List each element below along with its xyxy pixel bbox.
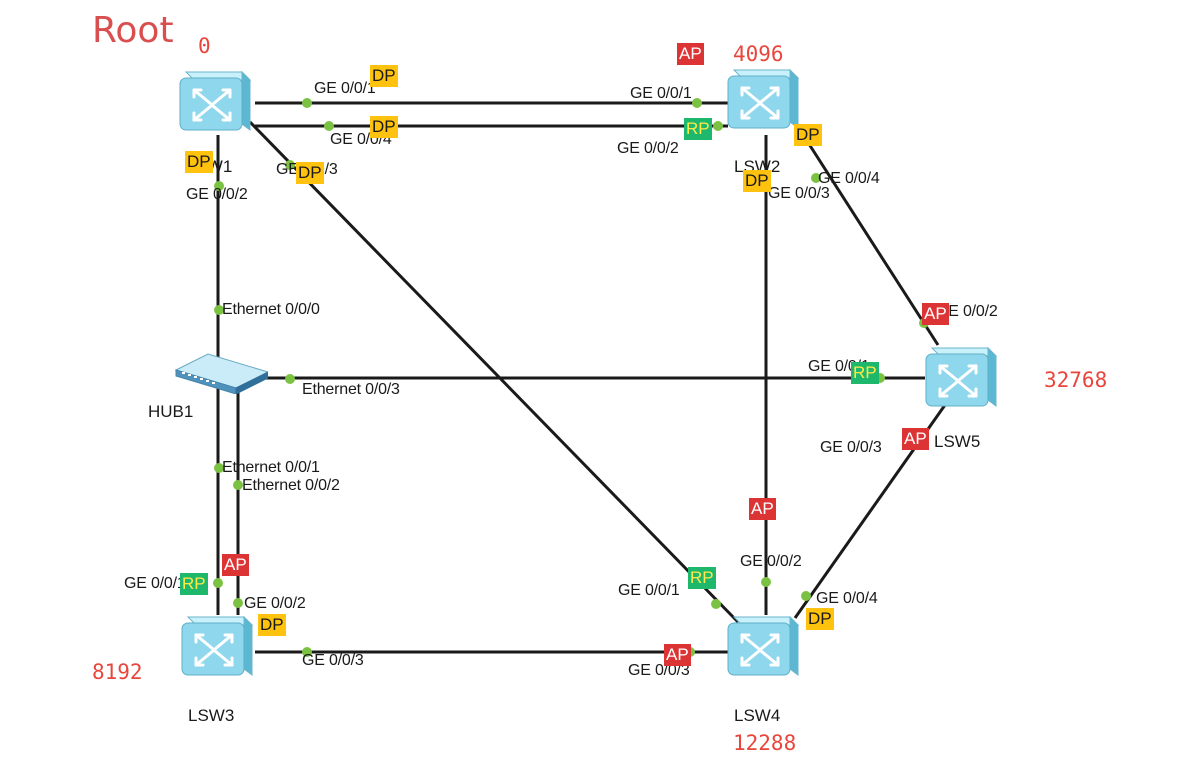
port-dot bbox=[302, 98, 312, 108]
bridge-priority-lsw5: 32768 bbox=[1044, 368, 1108, 392]
port-dot bbox=[233, 480, 243, 490]
port-role-tag-ap: AP bbox=[749, 498, 776, 520]
port-role-tag-rp: RP bbox=[684, 118, 712, 140]
port-role-tag-ap: AP bbox=[922, 303, 949, 325]
port-role-tag-rp: RP bbox=[851, 362, 879, 384]
port-role-tag-ap: AP bbox=[664, 644, 691, 666]
port-dot bbox=[302, 647, 312, 657]
switch-icon[interactable] bbox=[724, 66, 800, 132]
port-dot bbox=[692, 98, 702, 108]
port-role-tag-dp: DP bbox=[185, 151, 213, 173]
link-lsw1-lsw4 bbox=[248, 120, 740, 624]
device-label-lsw3: LSW3 bbox=[188, 706, 235, 725]
port-dot bbox=[233, 598, 243, 608]
port-dot bbox=[285, 160, 295, 170]
port-label: Ethernet 0/0/2 bbox=[242, 477, 340, 494]
port-label: GE 0/0/4 bbox=[816, 590, 878, 607]
port-label: GE 0/0/1 bbox=[630, 85, 692, 102]
port-dot bbox=[214, 181, 224, 191]
port-dot bbox=[761, 577, 771, 587]
bridge-priority-lsw3: 8192 bbox=[92, 660, 143, 684]
port-label: GE 0/0/1 bbox=[314, 80, 376, 97]
port-dot bbox=[214, 305, 224, 315]
port-label: Ethernet 0/0/1 bbox=[222, 459, 320, 476]
port-label: GE 0/0/1 bbox=[618, 582, 680, 599]
device-label-hub1: HUB1 bbox=[148, 402, 194, 421]
port-label: GE 0/0/2 bbox=[617, 140, 679, 157]
port-role-tag-dp: DP bbox=[370, 116, 398, 138]
port-label: GE 0/0/3 bbox=[768, 185, 830, 202]
switch-icon[interactable] bbox=[724, 613, 800, 679]
port-role-tag-dp: DP bbox=[743, 170, 771, 192]
port-role-tag-dp: DP bbox=[370, 65, 398, 87]
port-role-tag-dp: DP bbox=[258, 614, 286, 636]
port-role-tag-ap: AP bbox=[902, 428, 929, 450]
device-label-lsw4: LSW4 bbox=[734, 706, 781, 725]
port-role-tag-ap: AP bbox=[677, 43, 704, 65]
port-label: GE 0/0/2 bbox=[244, 595, 306, 612]
port-label: GE 0/0/3 bbox=[820, 439, 882, 456]
port-role-tag-dp: DP bbox=[296, 162, 324, 184]
device-label-lsw5: LSW5 bbox=[934, 432, 981, 451]
port-label: GE 0/0/1 bbox=[124, 575, 186, 592]
bridge-priority-lsw2: 4096 bbox=[733, 42, 784, 66]
port-label: GE 0/0/2 bbox=[186, 186, 248, 203]
port-dot bbox=[214, 463, 224, 473]
port-dot bbox=[285, 374, 295, 384]
port-dot bbox=[801, 591, 811, 601]
hub-icon[interactable] bbox=[172, 350, 268, 394]
port-label: GE 0/0/3 bbox=[628, 662, 690, 679]
root-title: Root bbox=[92, 10, 174, 51]
switch-icon[interactable] bbox=[922, 344, 998, 410]
port-label: GE 0/0/3 bbox=[302, 652, 364, 669]
switch-icon[interactable] bbox=[176, 68, 252, 134]
port-dot bbox=[711, 599, 721, 609]
port-dot bbox=[713, 121, 723, 131]
port-role-tag-rp: RP bbox=[688, 567, 716, 589]
switch-icon[interactable] bbox=[178, 613, 254, 679]
port-label: GE 0/0/2 bbox=[936, 303, 998, 320]
port-role-tag-rp: RP bbox=[180, 573, 208, 595]
link-lsw2-lsw5 bbox=[798, 129, 940, 346]
port-dot bbox=[811, 173, 821, 183]
port-role-tag-dp: DP bbox=[806, 608, 834, 630]
port-label: GE 0/0/4 bbox=[818, 170, 880, 187]
port-role-tag-ap: AP bbox=[222, 554, 249, 576]
port-dot bbox=[213, 578, 223, 588]
port-dot bbox=[324, 121, 334, 131]
port-label: Ethernet 0/0/0 bbox=[222, 301, 320, 318]
bridge-priority-lsw4: 12288 bbox=[733, 731, 797, 755]
port-label: Ethernet 0/0/3 bbox=[302, 381, 400, 398]
port-label: GE 0/0/2 bbox=[740, 553, 802, 570]
port-role-tag-dp: DP bbox=[794, 124, 822, 146]
bridge-priority-lsw1: 0 bbox=[198, 34, 211, 58]
